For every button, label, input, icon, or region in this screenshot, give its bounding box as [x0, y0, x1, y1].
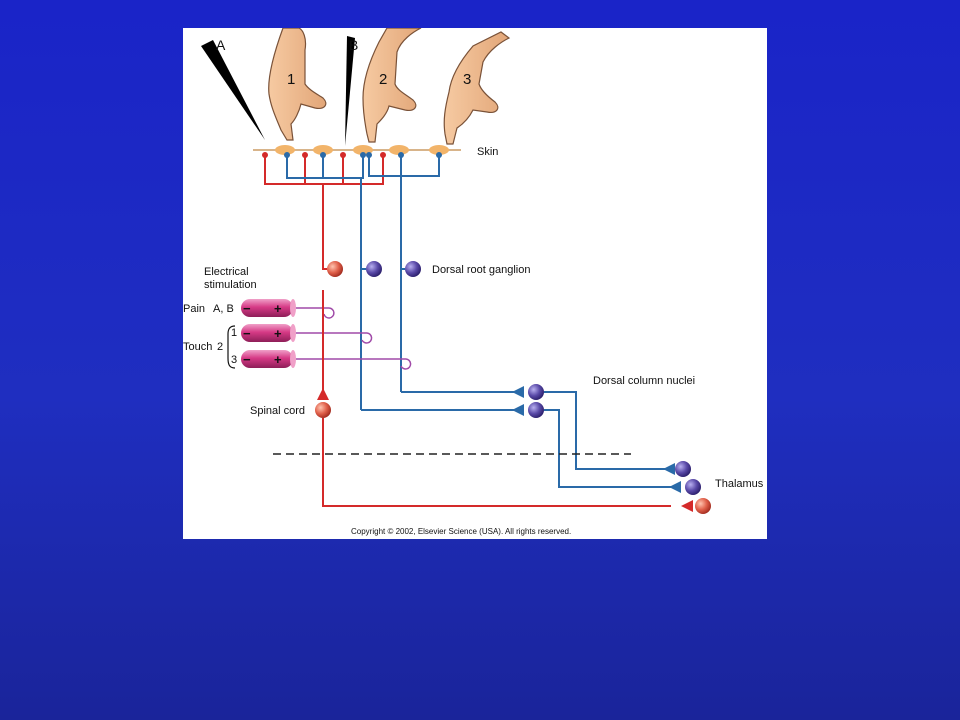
touch-bracket	[227, 325, 236, 369]
copyright-text: Copyright © 2002, Elsevier Science (USA)…	[351, 527, 571, 536]
thalamus-neuron-middle	[685, 479, 701, 495]
probe-a-label: A	[216, 37, 226, 53]
electrical-stimulation-label-line2: stimulation	[204, 279, 257, 291]
spinal-cord-label: Spinal cord	[250, 405, 305, 417]
thalamus-neuron-pain	[695, 498, 711, 514]
pain-electrode-minus: −	[243, 301, 251, 316]
touch-electrode-1: − +	[241, 324, 373, 344]
touch-electrode-1-plus: +	[274, 326, 282, 341]
dorsal-column-nucleus-lower	[528, 402, 544, 418]
touch-bracket-3: 3	[231, 354, 237, 366]
touch-ascending-pathways	[361, 391, 671, 488]
dorsal-root-ganglion: Dorsal root ganglion	[323, 261, 530, 277]
dorsal-column-nuclei-label: Dorsal column nuclei	[593, 375, 695, 387]
spinal-cord-neuron	[315, 402, 331, 418]
pain-label: Pain	[183, 303, 205, 315]
skin-surface: Skin	[253, 145, 498, 158]
touch-receptor-network	[286, 156, 440, 410]
thalamus: Thalamus	[663, 461, 764, 514]
thalamus-label: Thalamus	[715, 478, 764, 490]
finger-3: 3	[443, 31, 511, 145]
pain-receptor-network	[264, 156, 384, 270]
somatosensory-pathway-figure: A B 1 2 3	[183, 28, 767, 539]
skin-label: Skin	[477, 146, 498, 158]
pain-electrode: − +	[241, 299, 335, 319]
pain-sub-label: A, B	[213, 303, 234, 315]
finger-1: 1	[268, 28, 327, 141]
pain-receptor-endings	[262, 152, 386, 158]
dorsal-column-nuclei: Dorsal column nuclei	[512, 375, 695, 418]
electrical-stimulation-label-line1: Electrical	[204, 266, 249, 278]
touch-receptor-endings	[284, 152, 442, 158]
finger-2-label: 2	[379, 71, 387, 88]
pain-ganglion-cell	[327, 261, 343, 277]
dorsal-root-ganglion-label: Dorsal root ganglion	[432, 264, 530, 276]
finger-3-label: 3	[463, 71, 471, 88]
probe-a: A	[201, 37, 265, 140]
probe-b-label: B	[349, 37, 358, 53]
touch-electrode-1-minus: −	[243, 326, 251, 341]
touch-label: Touch	[183, 341, 212, 353]
finger-1-label: 1	[287, 71, 295, 88]
pain-electrode-plus: +	[274, 301, 282, 316]
thalamus-neuron-upper	[675, 461, 691, 477]
pathway-diagram: A B 1 2 3	[183, 28, 764, 536]
finger-2: 2	[362, 28, 422, 143]
dorsal-column-nucleus-upper	[528, 384, 544, 400]
touch-electrode-3: − +	[241, 350, 412, 370]
touch-electrode-3-minus: −	[243, 352, 251, 367]
probe-b: B	[345, 36, 358, 146]
touch-number: 2	[217, 341, 223, 353]
touch-ganglion-cell-3	[405, 261, 421, 277]
touch-ganglion-cell-2	[366, 261, 382, 277]
touch-bracket-1: 1	[231, 327, 237, 339]
spinal-cord: Spinal cord	[250, 290, 671, 507]
touch-electrode-3-plus: +	[274, 352, 282, 367]
